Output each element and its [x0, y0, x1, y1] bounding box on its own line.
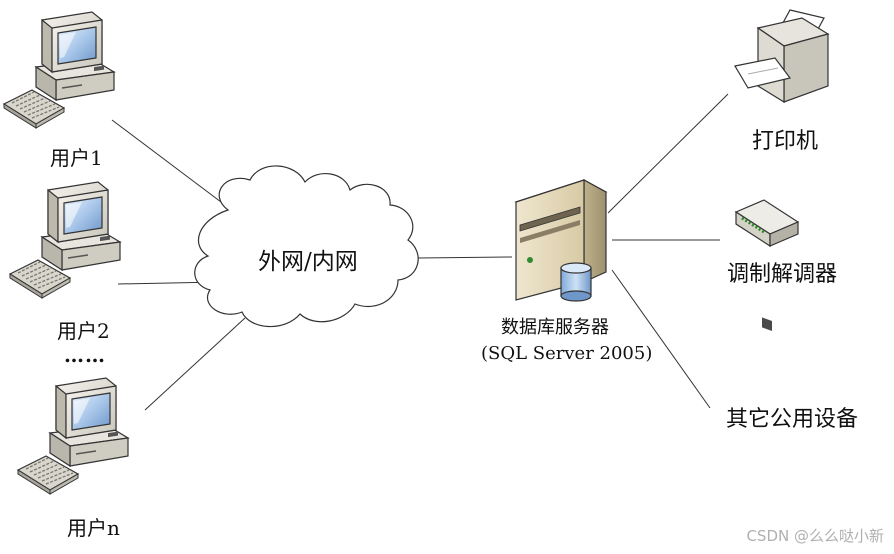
link-usern-network — [144, 317, 246, 411]
usern-label: 用户n — [67, 516, 120, 540]
connection-lines — [111, 93, 729, 411]
server-icon — [514, 178, 608, 302]
link-network-server — [417, 256, 513, 259]
modem-label: 调制解调器 — [727, 262, 838, 287]
printer-icon — [734, 9, 830, 331]
network-label: 外网/内网 — [258, 249, 358, 275]
user2-computer-icon — [9, 181, 121, 299]
link-user1-network — [111, 119, 226, 206]
link-server-printer — [607, 93, 729, 214]
ellipsis-label: …… — [64, 343, 106, 367]
user1-computer-icon — [3, 11, 115, 129]
link-server-other — [611, 269, 711, 409]
modem-icon — [734, 199, 800, 248]
server-detail-label: (SQL Server 2005) — [481, 343, 653, 364]
server-name-label: 数据库服务器 — [501, 317, 609, 338]
database-icon — [560, 262, 592, 302]
printer-label: 打印机 — [752, 129, 819, 154]
user2-label: 用户2 — [57, 319, 110, 343]
watermark: CSDN @么么哒小新 — [746, 527, 884, 545]
user1-label: 用户1 — [50, 146, 103, 170]
network-cloud — [194, 165, 419, 328]
usern-computer-icon — [17, 377, 129, 495]
other-devices-label: 其它公用设备 — [726, 407, 859, 432]
